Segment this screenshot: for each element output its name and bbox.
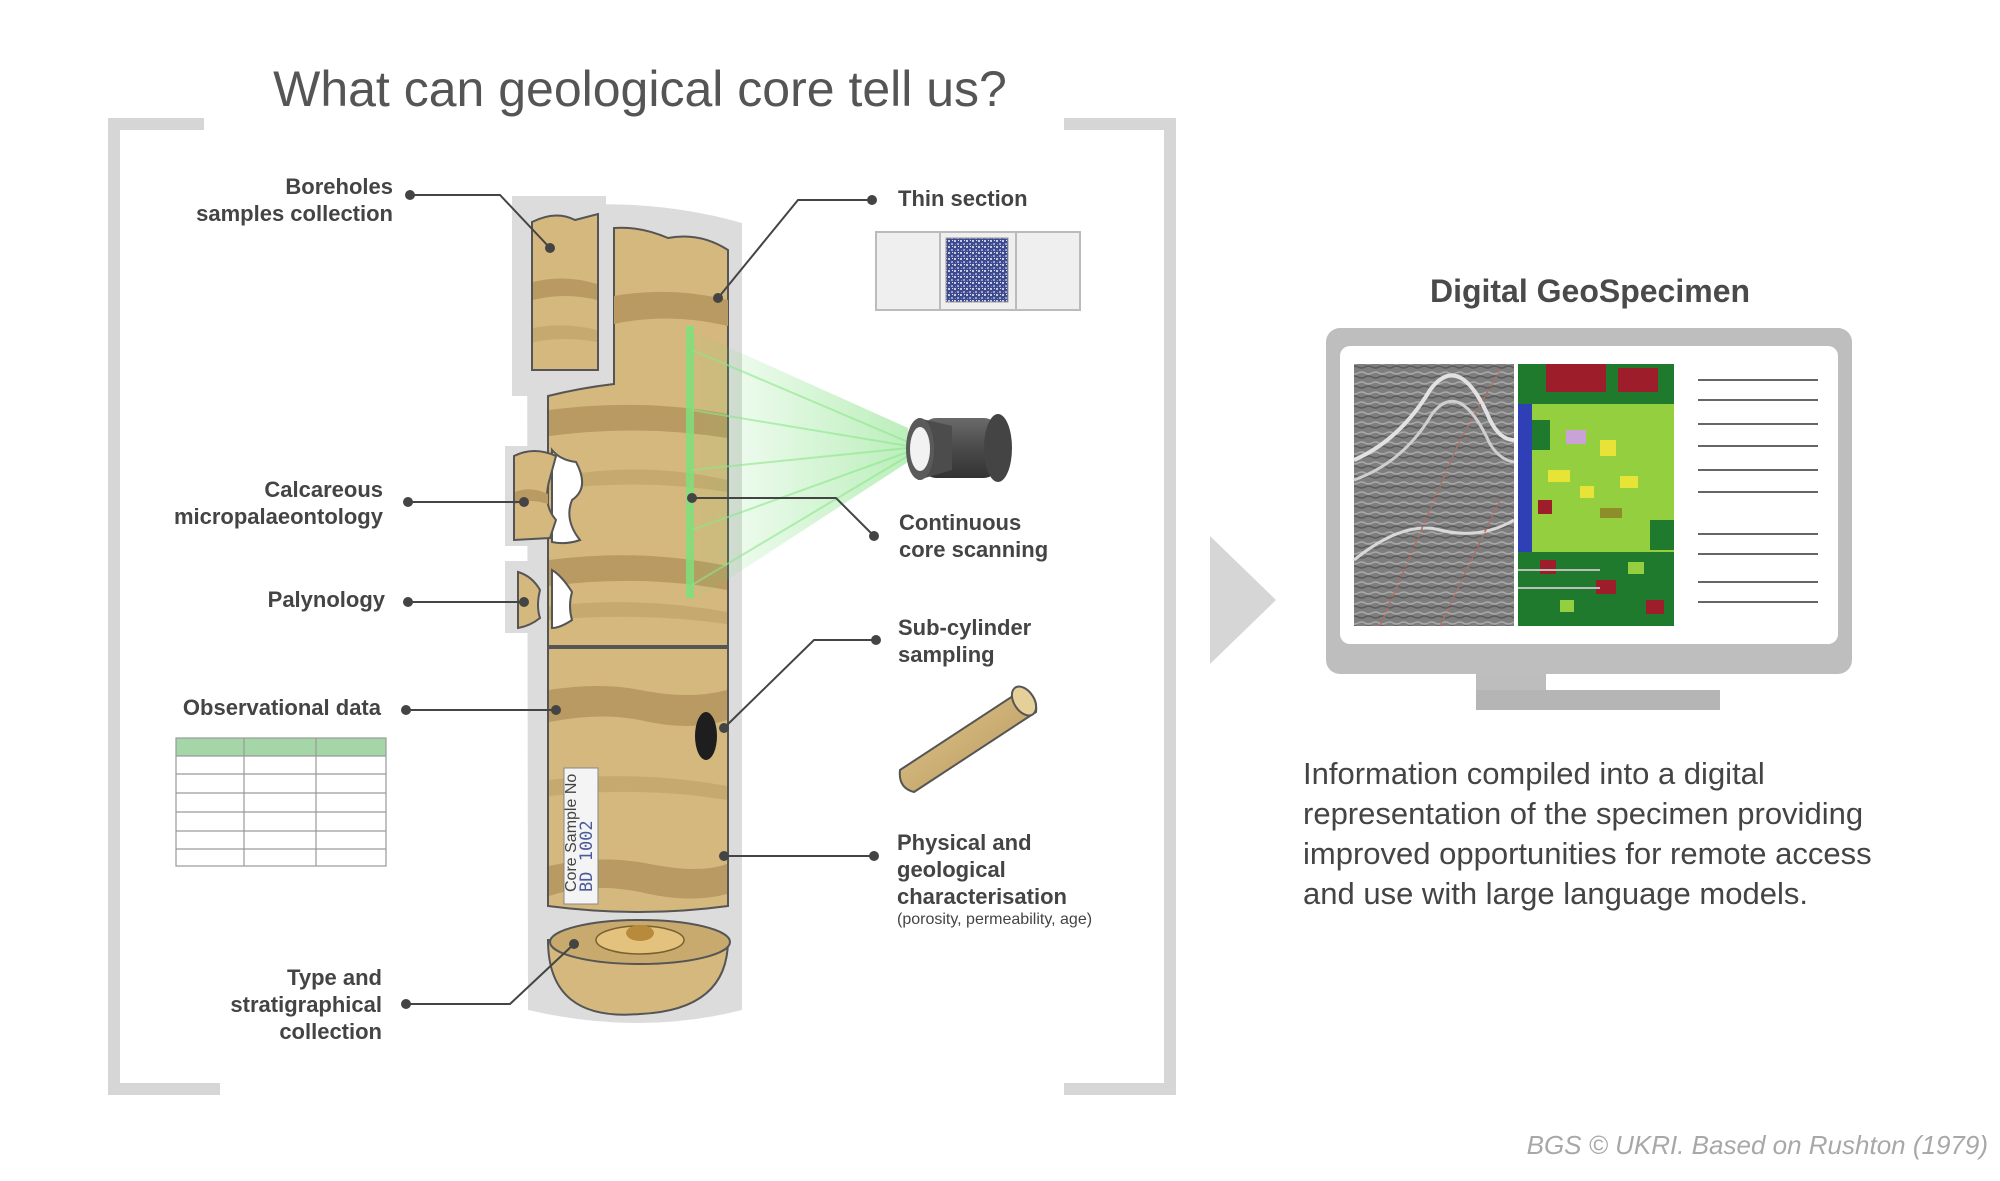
label-physical: Physical and geological characterisation… xyxy=(897,830,1092,928)
type-collection-disc xyxy=(546,919,731,1016)
arrow-icon xyxy=(1210,536,1276,664)
svg-text:Thin section: Thin section xyxy=(898,186,1028,211)
upper-core-section xyxy=(547,226,729,647)
digital-title: Digital GeoSpecimen xyxy=(1430,273,1750,309)
classification-map-panel xyxy=(1518,364,1674,626)
scanner-beam xyxy=(686,326,909,604)
digital-description: Information compiled into a digital repr… xyxy=(1303,756,1872,911)
svg-text:sampling: sampling xyxy=(898,642,995,667)
label-subcylinder: Sub-cylinder sampling xyxy=(898,615,1032,667)
svg-text:Information compiled into a di: Information compiled into a digital xyxy=(1303,756,1765,791)
left-bracket xyxy=(108,118,220,1095)
svg-text:collection: collection xyxy=(279,1019,382,1044)
svg-text:Calcareous: Calcareous xyxy=(264,477,383,502)
leader-boreholes xyxy=(405,190,555,253)
leader-thin-section xyxy=(713,195,877,303)
leader-physical xyxy=(719,851,879,861)
borehole-sample-piece xyxy=(531,212,599,371)
svg-text:geological: geological xyxy=(897,857,1006,882)
label-thin-section: Thin section xyxy=(898,186,1028,211)
svg-text:Observational data: Observational data xyxy=(183,695,382,720)
leader-palynology xyxy=(403,597,529,607)
svg-text:samples collection: samples collection xyxy=(196,201,393,226)
scan-image-panel xyxy=(1353,364,1515,627)
leader-continuous-scanning xyxy=(687,493,879,541)
label-type-strat: Type and stratigraphical collection xyxy=(230,965,382,1044)
core-sample-tag: Core Sample No BD 1002 xyxy=(563,767,599,905)
svg-text:characterisation: characterisation xyxy=(897,884,1067,909)
leader-observational xyxy=(401,705,561,715)
label-continuous-scanning: Continuous core scanning xyxy=(899,510,1048,562)
svg-text:micropalaeontology: micropalaeontology xyxy=(174,504,384,529)
leader-calcareous xyxy=(403,497,529,507)
label-boreholes: Boreholes samples collection xyxy=(196,174,393,226)
label-observational: Observational data xyxy=(183,695,382,720)
svg-text:Type and: Type and xyxy=(287,965,382,990)
credit-line: BGS © UKRI. Based on Rushton (1979) xyxy=(1527,1130,1988,1160)
core-tag-caption: Core Sample No xyxy=(563,774,580,892)
sub-cylinder-sample xyxy=(898,685,1038,794)
label-calcareous: Calcareous micropalaeontology xyxy=(174,477,384,529)
svg-text:representation of the specimen: representation of the specimen providing xyxy=(1303,796,1863,831)
svg-text:Palynology: Palynology xyxy=(268,587,386,612)
physical-note: (porosity, permeability, age) xyxy=(897,911,1092,928)
palynology-sample-piece xyxy=(517,570,542,630)
right-bracket xyxy=(1064,118,1176,1095)
monitor-icon xyxy=(1326,328,1852,710)
svg-text:core scanning: core scanning xyxy=(899,537,1048,562)
core-tag-code: BD 1002 xyxy=(577,820,597,892)
svg-text:Sub-cylinder: Sub-cylinder xyxy=(898,615,1032,640)
camera-icon xyxy=(906,414,1012,482)
svg-text:stratigraphical: stratigraphical xyxy=(230,992,382,1017)
label-palynology: Palynology xyxy=(268,587,386,612)
svg-text:and use with large language mo: and use with large language models. xyxy=(1303,876,1808,911)
diagram-title: What can geological core tell us? xyxy=(273,61,1007,117)
svg-text:Continuous: Continuous xyxy=(899,510,1021,535)
leader-subcylinder xyxy=(719,635,881,733)
svg-text:Physical and: Physical and xyxy=(897,830,1032,855)
metadata-text-lines xyxy=(1698,379,1818,603)
thin-section-slide xyxy=(875,231,1081,311)
observational-data-table xyxy=(175,737,387,867)
svg-text:Boreholes: Boreholes xyxy=(285,174,393,199)
leader-type-strat xyxy=(401,939,579,1009)
sub-cylinder-hole xyxy=(695,712,717,760)
svg-text:improved opportunities for rem: improved opportunities for remote access xyxy=(1303,836,1872,871)
